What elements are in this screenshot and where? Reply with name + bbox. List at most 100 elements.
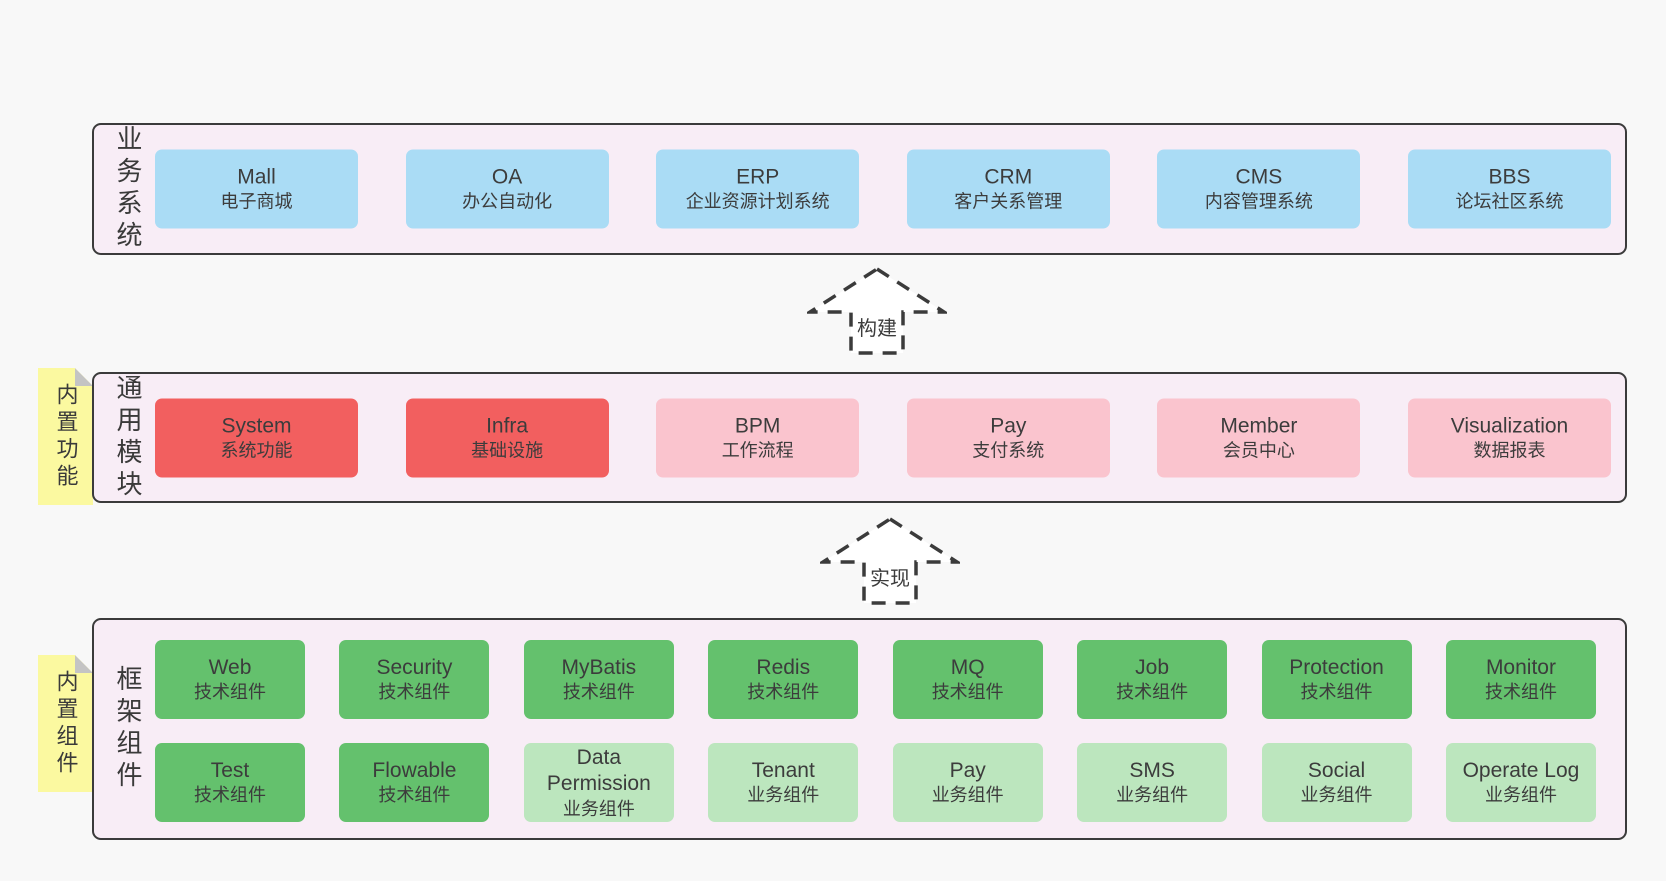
dashed-up-arrow-icon bbox=[820, 516, 960, 605]
box-title: Pay bbox=[949, 759, 986, 783]
panel-side-label: 通用模块 bbox=[113, 373, 143, 502]
box-mall: Mall 电子商城 bbox=[155, 149, 358, 229]
box-erp: ERP 企业资源计划系统 bbox=[656, 149, 860, 229]
box-protection: Protection 技术组件 bbox=[1261, 640, 1412, 719]
box-member: Member 会员中心 bbox=[1157, 398, 1361, 477]
box-title: CMS bbox=[1235, 165, 1283, 189]
box-title: CRM bbox=[984, 165, 1033, 189]
box-subtitle: 基础设施 bbox=[471, 440, 544, 461]
box-subtitle: 业务组件 bbox=[747, 785, 820, 806]
box-subtitle: 业务组件 bbox=[931, 785, 1004, 806]
box-job: Job 技术组件 bbox=[1077, 640, 1228, 719]
box-subtitle: 系统功能 bbox=[220, 440, 293, 461]
box-redis: Redis 技术组件 bbox=[708, 640, 859, 719]
box-subtitle: 技术组件 bbox=[378, 785, 451, 806]
box-subtitle: 技术组件 bbox=[194, 682, 266, 703]
sticky-note-built-in-features: 内置功能 bbox=[38, 368, 93, 505]
box-subtitle: 企业资源计划系统 bbox=[685, 191, 830, 212]
box-title: Monitor bbox=[1485, 656, 1556, 680]
box-subtitle: 技术组件 bbox=[378, 682, 451, 703]
box-title: Web bbox=[208, 656, 252, 680]
box-infra: Infra 基础设施 bbox=[405, 398, 609, 477]
box-crm: CRM 客户关系管理 bbox=[906, 149, 1110, 229]
box-subtitle: 支付系统 bbox=[972, 440, 1045, 461]
folded-corner-icon bbox=[75, 655, 93, 673]
folded-corner-icon bbox=[75, 368, 93, 386]
panel-common-modules: 通用模块 System 系统功能 Infra 基础设施 BPM 工作流程 Pay… bbox=[92, 372, 1627, 503]
box-subtitle: 技术组件 bbox=[1300, 682, 1373, 703]
box-subtitle: 业务组件 bbox=[562, 798, 635, 819]
box-title: Flowable bbox=[372, 759, 457, 783]
box-sms: SMS 业务组件 bbox=[1077, 743, 1228, 822]
box-title: Pay bbox=[990, 414, 1027, 438]
box-subtitle: 技术组件 bbox=[194, 785, 266, 806]
sticky-note-label: 内置组件 bbox=[53, 669, 79, 778]
box-oa: OA 办公自动化 bbox=[405, 149, 609, 229]
box-title: OA bbox=[491, 165, 523, 189]
box-title: Infra bbox=[486, 414, 529, 438]
box-title: Redis bbox=[756, 656, 811, 680]
panel-side-label: 框架组件 bbox=[113, 665, 143, 793]
modules-box-row: System 系统功能 Infra 基础设施 BPM 工作流程 Pay 支付系统… bbox=[155, 398, 1611, 477]
panel-business-systems: 业务系统 Mall 电子商城 OA 办公自动化 ERP 企业资源计划系统 CRM… bbox=[92, 123, 1627, 255]
box-test: Test 技术组件 bbox=[155, 743, 305, 822]
box-bbs: BBS 论坛社区系统 bbox=[1407, 149, 1611, 229]
sticky-note-label: 内置功能 bbox=[53, 382, 79, 491]
box-social: Social 业务组件 bbox=[1261, 743, 1412, 822]
box-operate-log: Operate Log 业务组件 bbox=[1445, 743, 1596, 822]
box-subtitle: 办公自动化 bbox=[462, 191, 553, 212]
box-monitor: Monitor 技术组件 bbox=[1445, 640, 1596, 719]
box-title: Data Permission bbox=[546, 746, 651, 796]
box-subtitle: 内容管理系统 bbox=[1204, 191, 1313, 212]
box-web: Web 技术组件 bbox=[155, 640, 305, 719]
box-bpm: BPM 工作流程 bbox=[656, 398, 860, 477]
box-title: MyBatis bbox=[561, 656, 637, 680]
panel-side-label: 业务系统 bbox=[113, 125, 143, 253]
box-subtitle: 技术组件 bbox=[1116, 682, 1189, 703]
box-system: System 系统功能 bbox=[155, 398, 358, 477]
box-subtitle: 业务组件 bbox=[1300, 785, 1373, 806]
box-subtitle: 数据报表 bbox=[1473, 440, 1546, 461]
components-rows: Web 技术组件 Security 技术组件 MyBatis 技术组件 Redi… bbox=[155, 640, 1596, 822]
box-title: MQ bbox=[950, 656, 985, 680]
box-title: Social bbox=[1307, 759, 1366, 783]
box-title: BPM bbox=[734, 414, 781, 438]
box-security: Security 技术组件 bbox=[339, 640, 490, 719]
components-row-1: Web 技术组件 Security 技术组件 MyBatis 技术组件 Redi… bbox=[155, 640, 1596, 719]
box-title: System bbox=[221, 414, 292, 438]
box-title: Protection bbox=[1289, 656, 1384, 680]
box-title: BBS bbox=[1488, 165, 1531, 189]
box-subtitle: 技术组件 bbox=[931, 682, 1004, 703]
box-title: Mall bbox=[237, 165, 276, 189]
box-title: Visualization bbox=[1450, 414, 1569, 438]
box-subtitle: 技术组件 bbox=[747, 682, 820, 703]
box-subtitle: 业务组件 bbox=[1484, 785, 1557, 806]
implement-arrow: 实现 bbox=[820, 516, 960, 606]
box-title: Test bbox=[210, 759, 250, 783]
box-subtitle: 业务组件 bbox=[1116, 785, 1189, 806]
box-title: Job bbox=[1135, 656, 1170, 680]
box-pay-component: Pay 业务组件 bbox=[892, 743, 1043, 822]
build-arrow: 构建 bbox=[807, 266, 947, 356]
box-subtitle: 客户关系管理 bbox=[954, 191, 1063, 212]
implement-arrow-label: 实现 bbox=[867, 562, 913, 591]
box-title: Operate Log bbox=[1462, 759, 1580, 783]
box-mybatis: MyBatis 技术组件 bbox=[523, 640, 674, 719]
box-title: Tenant bbox=[751, 759, 815, 783]
box-tenant: Tenant 业务组件 bbox=[708, 743, 859, 822]
box-title: Security bbox=[376, 656, 453, 680]
box-subtitle: 电子商城 bbox=[220, 191, 293, 212]
box-pay-module: Pay 支付系统 bbox=[906, 398, 1110, 477]
build-arrow-label: 构建 bbox=[854, 312, 900, 341]
sticky-note-built-in-components: 内置组件 bbox=[38, 655, 93, 792]
box-visualization: Visualization 数据报表 bbox=[1407, 398, 1611, 477]
box-subtitle: 技术组件 bbox=[1484, 682, 1557, 703]
dashed-up-arrow-icon bbox=[807, 266, 947, 355]
box-flowable: Flowable 技术组件 bbox=[339, 743, 490, 822]
box-subtitle: 会员中心 bbox=[1222, 440, 1295, 461]
box-cms: CMS 内容管理系统 bbox=[1157, 149, 1361, 229]
box-title: Member bbox=[1220, 414, 1298, 438]
box-data-permission: Data Permission 业务组件 bbox=[523, 743, 674, 822]
box-subtitle: 工作流程 bbox=[721, 440, 794, 461]
business-box-row: Mall 电子商城 OA 办公自动化 ERP 企业资源计划系统 CRM 客户关系… bbox=[155, 149, 1611, 229]
